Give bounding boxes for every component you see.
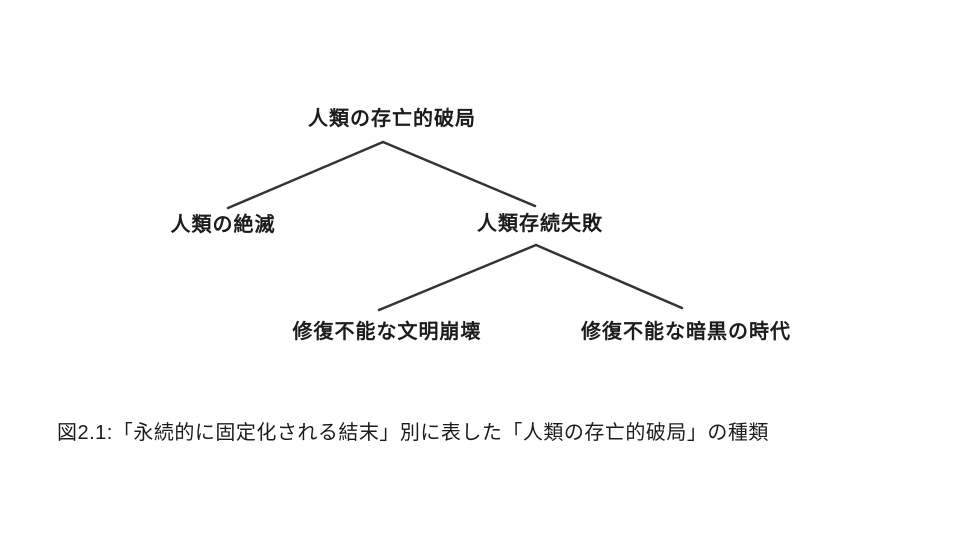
node-existential-catastrophe: 人類の存亡的破局 <box>308 108 476 130</box>
edge-failure-to-dark-age <box>534 243 684 310</box>
edge-failure-to-civilization-collapse <box>377 243 538 312</box>
node-survival-failure: 人類存続失敗 <box>477 213 603 235</box>
node-human-extinction: 人類の絶滅 <box>170 214 276 236</box>
edge-root-to-extinction <box>226 140 385 210</box>
figure-caption: 図2.1:「永続的に固定化される結末」別に表した「人類の存亡的破局」の種類 <box>57 422 769 444</box>
node-irreparable-dark-age: 修復不能な暗黒の時代 <box>581 321 791 343</box>
edge-root-to-survival-failure <box>381 140 537 208</box>
node-irreparable-civilization-collapse: 修復不能な文明崩壊 <box>292 321 482 343</box>
